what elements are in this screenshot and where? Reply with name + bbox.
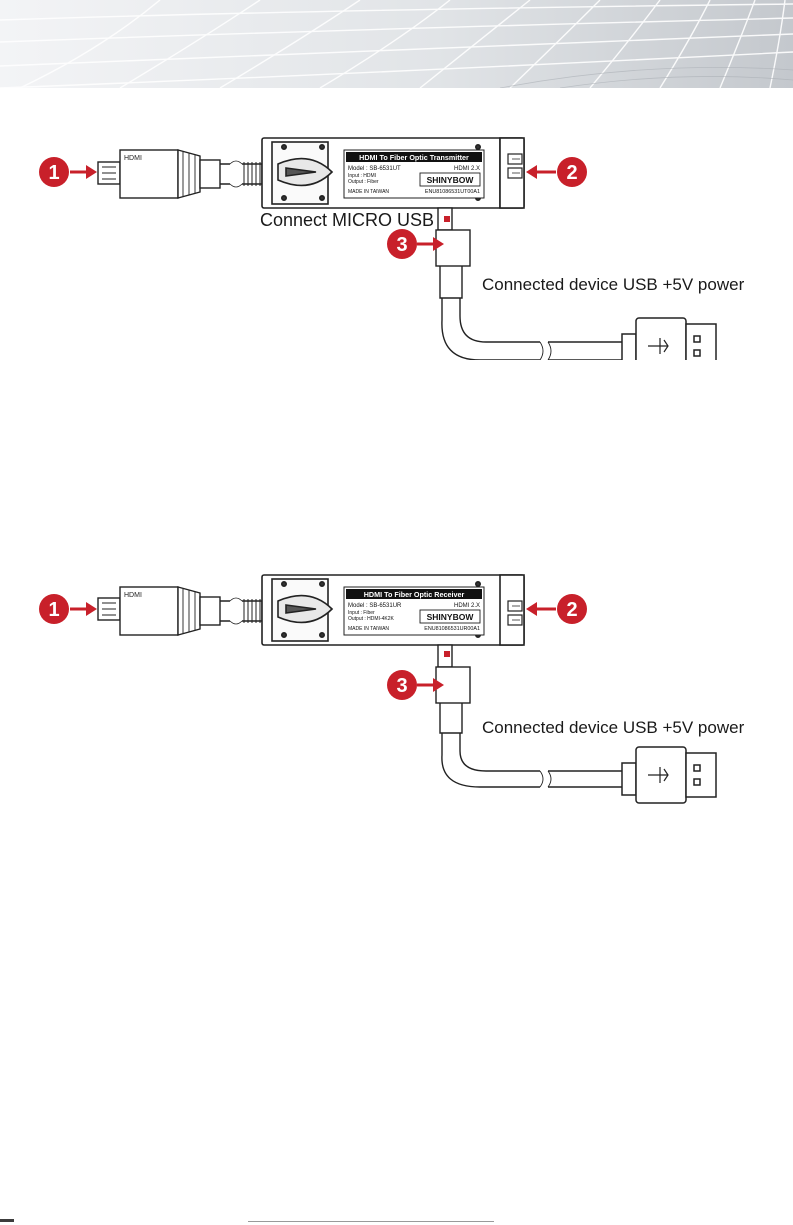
svg-text:Model : SB-6531UR: Model : SB-6531UR [348,603,402,609]
arrow-left-icon [526,602,556,616]
micro-usb-plug-icon [435,207,471,267]
arrow-left-icon [526,165,556,179]
svg-text:ENU81086531UT00A1: ENU81086531UT00A1 [425,189,480,195]
arrow-right-icon [70,602,97,616]
receiver-illustration: 1 HDMI [39,574,745,804]
fiber-port-icon [507,153,523,179]
fiber-port-icon [507,600,523,626]
micro-usb-plug-icon [435,644,471,704]
header-banner [0,0,793,88]
svg-text:Output : HDMI-4K2K: Output : HDMI-4K2K [348,616,395,622]
svg-text:3: 3 [396,675,407,697]
usb-power-caption: Connected device USB +5V power [482,275,745,294]
svg-text:SHINYBOW: SHINYBOW [427,612,475,622]
callout-2: 2 [557,157,587,187]
svg-text:SHINYBOW: SHINYBOW [427,175,475,185]
header-grid-graphic [0,0,793,88]
arrow-right-icon [417,237,444,251]
usb-a-plug-icon [621,746,717,804]
usb-cable [439,266,622,360]
callout-3: 3 [387,229,417,259]
svg-text:Output : Fiber: Output : Fiber [348,179,379,185]
arrow-right-icon [70,165,97,179]
svg-text:MADE IN TAIWAN: MADE IN TAIWAN [348,189,389,195]
callout-2: 2 [557,594,587,624]
svg-text:HDMI 2.X: HDMI 2.X [454,166,480,172]
callout-1: 1 [39,594,69,624]
svg-text:ENU81086531UR00A1: ENU81086531UR00A1 [424,626,480,632]
hdmi-cable [220,597,263,625]
svg-text:2: 2 [566,599,577,621]
svg-text:HDMI To Fiber Optic Transmitte: HDMI To Fiber Optic Transmitter [359,153,469,162]
svg-text:MADE IN TAIWAN: MADE IN TAIWAN [348,626,389,632]
footer-rule [248,1221,494,1222]
hdmi-connector-icon: HDMI [97,586,221,636]
usb-power-caption: Connected device USB +5V power [482,718,745,737]
svg-text:1: 1 [48,599,59,621]
transmitter-illustration: 1 HDMI [39,137,745,360]
svg-text:Input : HDMI: Input : HDMI [348,173,376,179]
footer-mark [0,1219,14,1222]
svg-text:Input : Fiber: Input : Fiber [348,610,375,616]
svg-text:Model : SB-6531UT: Model : SB-6531UT [348,166,401,172]
receiver-label: HDMI To Fiber Optic Receiver Model : SB-… [343,586,485,636]
transmitter-diagram: 1 HDMI [0,120,793,360]
micro-usb-caption: Connect MICRO USB [260,210,434,230]
usb-a-plug-icon [621,317,717,360]
svg-text:1: 1 [48,162,59,184]
receiver-diagram: 1 HDMI [0,565,793,805]
usb-cable [439,703,622,788]
svg-text:2: 2 [566,162,577,184]
svg-text:HDMI 2.X: HDMI 2.X [454,603,480,609]
arrow-right-icon [417,678,444,692]
callout-3: 3 [387,670,417,700]
svg-text:HDMI: HDMI [124,592,142,599]
hdmi-cable [220,160,263,188]
svg-text:3: 3 [396,234,407,256]
transmitter-label: HDMI To Fiber Optic Transmitter Model : … [343,149,485,199]
hdmi-connector-icon: HDMI [97,149,221,199]
callout-1: 1 [39,157,69,187]
svg-text:HDMI: HDMI [124,155,142,162]
svg-text:HDMI To Fiber Optic Receiver: HDMI To Fiber Optic Receiver [364,590,465,599]
